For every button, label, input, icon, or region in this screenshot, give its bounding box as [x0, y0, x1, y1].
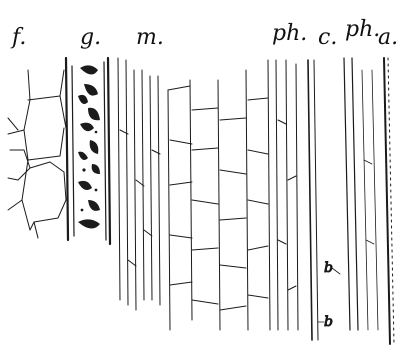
- label-f: f.: [10, 25, 26, 50]
- label-a: a.: [378, 25, 398, 50]
- phloem-region-right: [344, 58, 378, 330]
- label-ph-left: ph.: [272, 21, 307, 46]
- outer-layer-a: [384, 58, 394, 344]
- cambium-line-c: b b: [308, 60, 340, 340]
- label-ph-right: ph.: [345, 17, 380, 42]
- label-c: c.: [318, 25, 337, 50]
- elongated-cells-region-m: [118, 58, 160, 310]
- parenchyma-region-f: [8, 70, 66, 238]
- vessel-region-g: [66, 58, 110, 244]
- label-g: g.: [80, 25, 101, 50]
- label-m: m.: [136, 25, 164, 50]
- central-cell-grid: [168, 60, 270, 330]
- mark-b-lower: b: [324, 314, 333, 330]
- phloem-region-left: [276, 60, 298, 330]
